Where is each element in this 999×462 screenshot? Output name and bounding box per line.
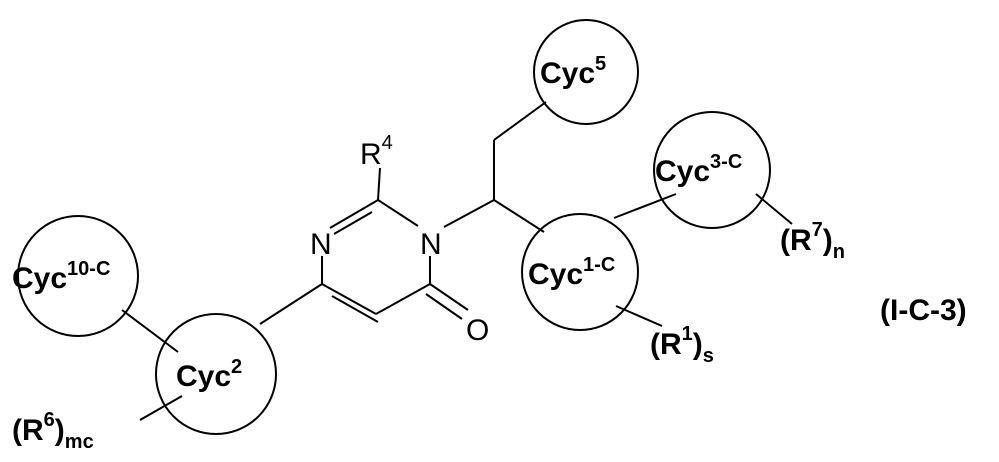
ring-label-cyc10c: Cyc10-C [12, 258, 110, 295]
bond-c6-c5-double [332, 296, 378, 322]
bond-cyc1c-r1 [616, 306, 662, 326]
bond-c5-c4 [376, 284, 430, 314]
formula-label: (I-C-3) [880, 294, 967, 327]
bond-c4-o-double [426, 294, 462, 319]
atom-label-oxygen: O [466, 314, 489, 347]
bond-cyc10c-cyc2 [122, 310, 178, 352]
atom-label-n3: N [420, 228, 442, 261]
ring-circles [18, 20, 770, 434]
ring-label-cyc1c: Cyc1-C [528, 254, 615, 291]
substituent-label-r7: (R7)n [780, 219, 845, 263]
bond-c2-n1 [330, 200, 378, 228]
bond-ch2-cyc5 [494, 102, 546, 140]
substituent-label-r1: (R1)s [650, 323, 714, 367]
bond-r4-c2 [378, 168, 380, 200]
substituent-label-r4: R4 [360, 132, 393, 171]
bond-c6-c5 [322, 284, 376, 314]
atom-label-n1: N [310, 228, 332, 261]
bond-c2-n3 [378, 200, 418, 226]
ring-label-cyc3c: Cyc3-C [655, 151, 742, 188]
bond-n3-ch [444, 200, 494, 227]
bond-c4-o [430, 284, 468, 310]
ring-label-cyc5: Cyc5 [540, 53, 606, 90]
bond-c6-cyc2 [260, 284, 322, 324]
bond-ch-cyc1c [494, 200, 544, 232]
ring-label-cyc2: Cyc2 [176, 356, 242, 393]
substituent-label-r6: (R6)mc [12, 409, 94, 453]
